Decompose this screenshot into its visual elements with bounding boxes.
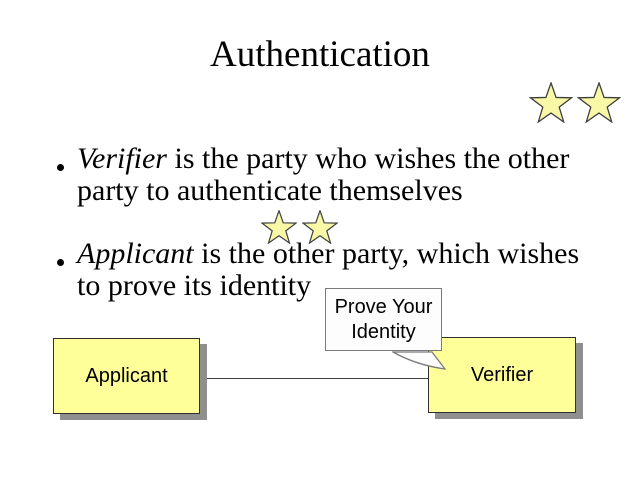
bullet-text-line2: party to authenticate themselves — [77, 174, 463, 207]
bullet-text-line2: to prove its identity — [77, 269, 312, 302]
bullet-dot — [57, 259, 64, 266]
bullet-term: Verifier — [77, 142, 167, 175]
star-icon — [577, 82, 621, 123]
star-icon — [302, 210, 338, 244]
speech-bubble-line1: Prove Your — [334, 295, 433, 318]
bullet-text: is the other party, which wishes — [193, 237, 580, 270]
star-icon — [529, 82, 573, 123]
slide-title: Authentication — [210, 34, 430, 75]
bullet-text: is the party who wishes the other — [167, 142, 570, 175]
speech-bubble-line2: Identity — [351, 320, 416, 343]
applicant-box-label: Applicant — [85, 364, 168, 387]
bullet-dot — [57, 164, 64, 171]
star-icon — [261, 210, 297, 244]
bullet-term: Applicant — [77, 237, 194, 270]
bullet-item-verifier: Verifier is the party who wishes the oth… — [56, 143, 585, 207]
verifier-box-label: Verifier — [470, 363, 534, 386]
connector-line — [200, 378, 429, 379]
applicant-box: Applicant — [53, 338, 200, 414]
speech-bubble: Prove Your Identity — [325, 288, 442, 351]
speech-bubble-tail — [392, 351, 450, 372]
bullet-item-applicant: Applicant is the other party, which wish… — [56, 238, 585, 302]
verifier-box: Verifier — [428, 337, 576, 413]
